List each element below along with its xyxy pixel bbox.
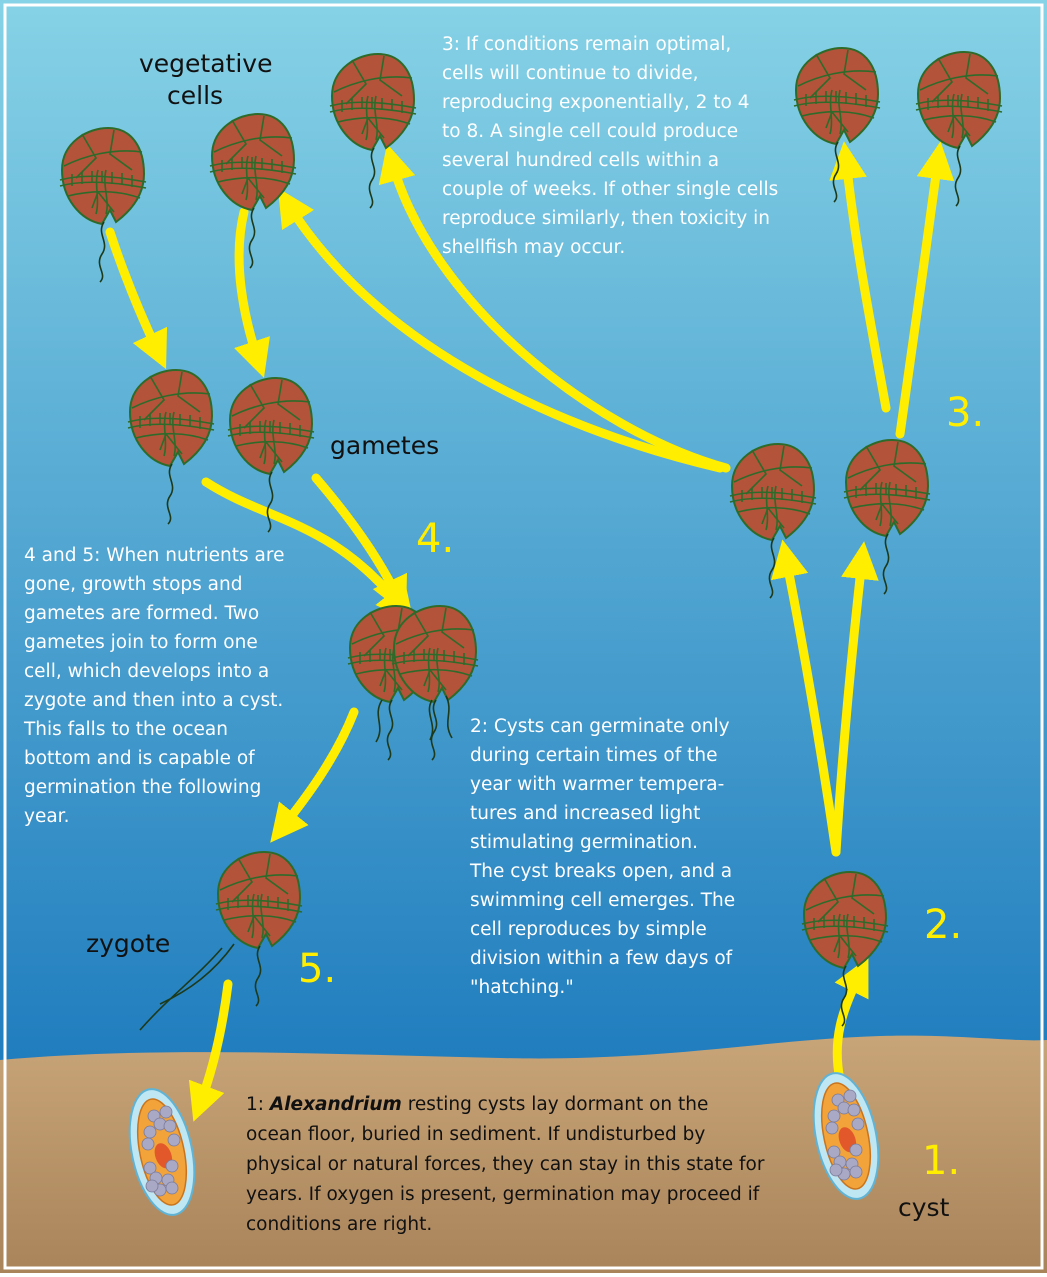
paragraph-line: gametes join to form one [24, 632, 258, 653]
paragraph-line: 1: Alexandrium resting cysts lay dormant… [246, 1094, 708, 1115]
paragraph-line: germination the following [24, 777, 261, 798]
paragraph-prefix: 1: [246, 1094, 270, 1115]
paragraph-line: zygote and then into a cyst. [24, 690, 283, 711]
paragraph-line: reproduce similarly, then toxicity in [442, 208, 770, 229]
stage-number-4: 4. [416, 516, 454, 562]
paragraph-line: 2: Cysts can germinate only [470, 716, 730, 737]
paragraph-line: physical or natural forces, they can sta… [246, 1154, 765, 1175]
paragraph-line: year. [24, 806, 69, 827]
paragraph-line: cell reproduces by simple [470, 919, 707, 940]
paragraph-line: bottom and is capable of [24, 748, 255, 769]
stage-number-2: 2. [924, 902, 962, 948]
paragraph-line: cell, which develops into a [24, 661, 269, 682]
paragraph-line: tures and increased light [470, 803, 700, 824]
paragraph-line: gone, growth stops and [24, 574, 242, 595]
stage-number-1: 1. [922, 1138, 960, 1184]
label-gametes: gametes [330, 431, 439, 460]
paragraph-line: stimulating germination. [470, 832, 698, 853]
paragraph-line: years. If oxygen is present, germination… [246, 1184, 760, 1205]
paragraph-line: shellfish may occur. [442, 237, 625, 258]
paragraph-line: to 8. A single cell could produce [442, 121, 738, 142]
paragraph-text: resting cysts lay dormant on the [402, 1094, 709, 1115]
stage-number-3: 3. [946, 390, 984, 436]
label-cells: cells [167, 81, 223, 110]
paragraph-line: conditions are right. [246, 1214, 432, 1235]
genus-name: Alexandrium [268, 1094, 402, 1115]
paragraph-line: The cyst breaks open, and a [469, 861, 732, 882]
paragraph-line: division within a few days of [470, 948, 733, 969]
paragraph-line: several hundred cells within a [442, 150, 719, 171]
paragraph-line: cells will continue to divide, [442, 63, 699, 84]
paragraph-line: during certain times of the [470, 745, 717, 766]
label-cyst: cyst [898, 1193, 950, 1222]
label-vegetative: vegetative [139, 49, 272, 78]
paragraph-line: 3: If conditions remain optimal, [442, 34, 731, 55]
paragraph-line: gametes are formed. Two [24, 603, 259, 624]
paragraph-line: reproducing exponentially, 2 to 4 [442, 92, 749, 113]
paragraph-line: "hatching." [470, 977, 574, 998]
paragraph-line: ocean floor, buried in sediment. If undi… [246, 1124, 705, 1145]
paragraph-line: 4 and 5: When nutrients are [24, 545, 284, 566]
paragraph-line: couple of weeks. If other single cells [442, 179, 778, 200]
paragraph-line: year with warmer tempera- [470, 774, 724, 795]
stage-number-5: 5. [298, 946, 336, 992]
paragraph-line: swimming cell emerges. The [470, 890, 735, 911]
label-zygote: zygote [86, 929, 170, 958]
paragraph-line: This falls to the ocean [23, 719, 228, 740]
